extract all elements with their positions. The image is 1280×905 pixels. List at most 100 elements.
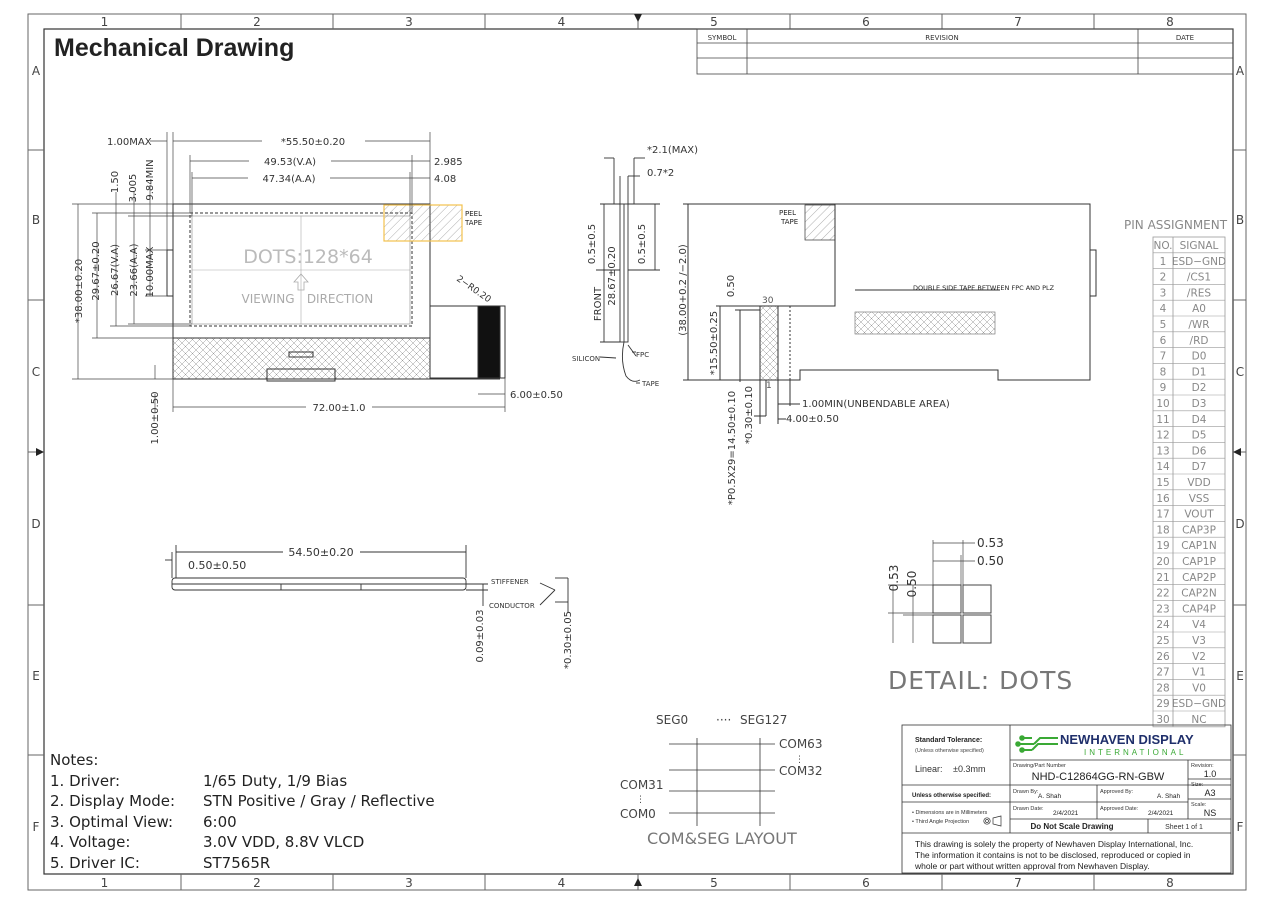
tb-linear-val: ±0.3mm bbox=[953, 764, 985, 774]
zone-column-label: 4 bbox=[558, 876, 566, 890]
front-horizontal-dims bbox=[150, 132, 506, 412]
detail-dots-label: DETAIL: DOTS bbox=[888, 666, 1073, 695]
back-peel-tape bbox=[804, 204, 836, 241]
side-silicon-label: SILICON bbox=[572, 355, 600, 363]
zone-column-label: 5 bbox=[710, 15, 718, 29]
note-row: 2. Display Mode:STN Positive / Gray / Re… bbox=[50, 791, 435, 812]
bottom-view bbox=[165, 545, 569, 612]
dim-23-66: 23.66(A.A) bbox=[129, 243, 140, 296]
pin-signal: V2 bbox=[1192, 651, 1206, 663]
pin-signal: V0 bbox=[1192, 682, 1206, 694]
tb-part-label: Drawing/Part Number bbox=[1013, 763, 1066, 769]
note-row: 5. Driver IC:ST7565R bbox=[50, 853, 435, 874]
back-double-tape-label: DOUBLE SIDE TAPE BETWEEN FPC AND PLZ bbox=[913, 284, 1055, 292]
side-dim-2867: 28.67±0.20 bbox=[607, 246, 618, 305]
zone-row-label: A bbox=[1236, 64, 1245, 78]
front-direction-label: DIRECTION bbox=[307, 292, 373, 306]
note-row: 4. Voltage: 3.0V VDD, 8.8V VLCD bbox=[50, 832, 435, 853]
tb-approved-by-label: Approved By: bbox=[1100, 789, 1133, 795]
zone-row-label: D bbox=[1235, 517, 1244, 531]
bottom-dim-5450: 54.50±0.20 bbox=[288, 546, 353, 559]
com-seg-layout bbox=[669, 738, 775, 826]
pin-number: 14 bbox=[1156, 461, 1170, 473]
pin-signal: CAP2N bbox=[1181, 588, 1216, 600]
pin-number: 26 bbox=[1156, 651, 1170, 663]
detail-dim-053a: 0.53 bbox=[977, 536, 1004, 550]
pin-number: 19 bbox=[1156, 540, 1169, 552]
bottom-stiffener-label: STIFFENER bbox=[491, 578, 529, 586]
inner-border bbox=[43, 28, 1234, 875]
com31-label: COM31 bbox=[620, 778, 663, 792]
pin-signal: CAP3P bbox=[1182, 524, 1216, 536]
side-front-label: FRONT bbox=[593, 286, 604, 321]
note-key: 1. Driver: bbox=[50, 771, 121, 790]
notes-heading: Notes: bbox=[50, 751, 99, 769]
pin-number: 27 bbox=[1156, 667, 1169, 679]
side-dim-max: *2.1(MAX) bbox=[647, 145, 698, 156]
dim-1-50: 1.50 bbox=[110, 171, 121, 193]
pin-signal: D2 bbox=[1192, 382, 1207, 394]
back-double-tape bbox=[854, 311, 996, 335]
dim-2-r0-20: 2−R0.20 bbox=[454, 274, 492, 305]
seg-dots-label: ···· bbox=[716, 713, 731, 727]
tb-drawn-by-label: Drawn By: bbox=[1013, 789, 1039, 795]
front-viewing-area bbox=[189, 212, 413, 327]
note-value: 3.0V VDD, 8.8V VLCD bbox=[203, 833, 365, 851]
com-seg-layout-label: COM&SEG LAYOUT bbox=[647, 829, 797, 848]
front-dots-label: DOTS:128*64 bbox=[243, 246, 373, 268]
front-hatched-ledge bbox=[172, 337, 431, 380]
pin-number: 3 bbox=[1160, 287, 1167, 299]
zone-column-label: 6 bbox=[862, 876, 870, 890]
tb-rev: 1.0 bbox=[1204, 769, 1217, 779]
note-value: 6:00 bbox=[203, 812, 237, 831]
back-view bbox=[683, 203, 1097, 424]
note-row: 3. Optimal View:6:00 bbox=[50, 812, 435, 833]
pin-number: 13 bbox=[1156, 445, 1169, 457]
viewing-direction-arrow-icon bbox=[293, 273, 309, 291]
dim-49-53: 49.53(V.A) bbox=[264, 157, 316, 168]
pin-number: 18 bbox=[1156, 524, 1169, 536]
dim-26-67: 26.67(V.A) bbox=[110, 244, 121, 296]
front-bottom-tab bbox=[266, 368, 336, 382]
zone-column-label: 5 bbox=[710, 876, 718, 890]
pin-number: 30 bbox=[1156, 714, 1169, 726]
pin-number: 15 bbox=[1156, 477, 1169, 489]
front-peel-label-1: PEEL bbox=[465, 210, 482, 218]
seg0-label: SEG0 bbox=[656, 713, 688, 727]
tb-sheet: Sheet 1 of 1 bbox=[1165, 824, 1203, 831]
note-key: 4. Voltage: bbox=[50, 833, 131, 851]
pin-signal: CAP1N bbox=[1181, 540, 1216, 552]
zone-column-label: 6 bbox=[862, 15, 870, 29]
zone-column-label: 8 bbox=[1166, 876, 1174, 890]
back-dim-050: 0.50 bbox=[726, 275, 737, 297]
pin-signal: CAP4P bbox=[1182, 603, 1216, 615]
dim-55-50: *55.50±0.20 bbox=[281, 137, 345, 148]
note-key: 5. Driver IC: bbox=[50, 853, 140, 872]
front-peel-tape bbox=[383, 204, 463, 242]
zone-row-label: F bbox=[1237, 820, 1244, 834]
zone-row-label: A bbox=[32, 64, 41, 78]
back-dim-030: *0.30±0.10 bbox=[744, 386, 755, 444]
note-value: 1/65 Duty, 1/9 Bias bbox=[203, 771, 348, 790]
back-peel-label-2: TAPE bbox=[780, 218, 798, 226]
zone-column-label: 2 bbox=[253, 876, 261, 890]
pin-number: 11 bbox=[1156, 414, 1169, 426]
tb-scale-label: Scale: bbox=[1191, 802, 1207, 808]
tb-property-3: whole or part without written approval f… bbox=[914, 861, 1150, 871]
pin-signal: /RES bbox=[1187, 287, 1211, 299]
zone-column-label: 4 bbox=[558, 15, 566, 29]
side-dim-07: 0.7*2 bbox=[647, 168, 674, 179]
side-tape-label: TAPE bbox=[641, 380, 659, 388]
side-dim-05b: 0.5±0.5 bbox=[637, 224, 648, 264]
pin-signal: /WR bbox=[1188, 319, 1209, 331]
pin-signal: CAP1P bbox=[1182, 556, 1216, 568]
note-value: STN Positive / Gray / Reflective bbox=[203, 792, 435, 810]
bottom-dim-030: *0.30±0.05 bbox=[563, 611, 574, 669]
pin-signal: D7 bbox=[1192, 461, 1207, 473]
zone-column-label: 1 bbox=[101, 876, 109, 890]
zone-column-label: 7 bbox=[1014, 15, 1022, 29]
tb-approved-by: A. Shah bbox=[1157, 793, 1181, 800]
zone-row-label: D bbox=[31, 517, 40, 531]
bottom-dim-009: 0.09±0.03 bbox=[475, 610, 486, 663]
